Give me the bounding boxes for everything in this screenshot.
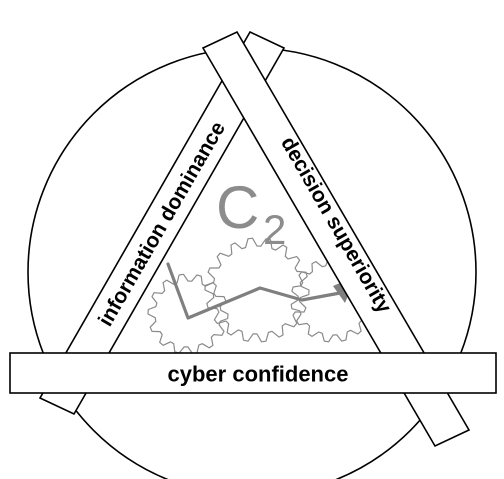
band-cyber-confidence-label: cyber confidence bbox=[168, 362, 349, 387]
c2-subscript: 2 bbox=[263, 206, 286, 253]
band-cyber-confidence: cyber confidence bbox=[10, 353, 496, 393]
band-information-dominance-label: information dominance bbox=[94, 118, 230, 331]
trend-arrow-line bbox=[168, 264, 340, 318]
trend-arrow bbox=[168, 264, 356, 318]
c2-main: C bbox=[216, 174, 259, 241]
c2-label: C bbox=[216, 174, 259, 241]
